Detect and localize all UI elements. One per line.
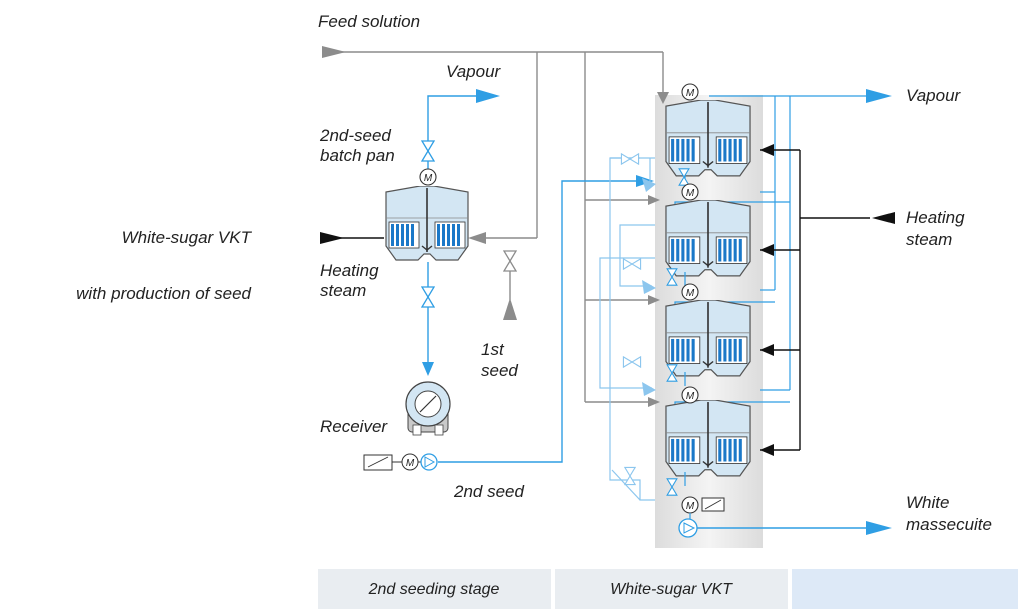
- column-motors: M M M M: [681, 83, 699, 404]
- seed-distribution-lines: [599, 157, 655, 501]
- vkt-pan-4: [665, 400, 751, 477]
- motor-label: M: [686, 88, 695, 99]
- batch-outlet-valve[interactable]: [421, 286, 435, 308]
- batch-pan-motor: [419, 168, 437, 186]
- second-seed-label: 2nd seed: [453, 482, 524, 501]
- footer-stage-2: [555, 569, 788, 609]
- seed-valve-1[interactable]: [620, 153, 640, 165]
- feed-arrow-pan2: [648, 195, 660, 205]
- stage-footer: 2nd seeding stage White-sugar VKT: [318, 569, 1018, 609]
- feed-arrow-pan1: [657, 92, 669, 104]
- pan-motor-3: [681, 283, 699, 301]
- seed-valve-4[interactable]: [624, 466, 636, 486]
- seed-arrow-pan2: [642, 178, 656, 192]
- first-seed-label-2: seed: [481, 361, 518, 380]
- seed-valve-3[interactable]: [622, 356, 642, 368]
- batch-to-receiver-arrow: [422, 362, 434, 376]
- footer-stage-2-label: White-sugar VKT: [610, 581, 733, 598]
- motor-label: M: [686, 188, 695, 199]
- steam-arrow-pan4: [760, 444, 774, 456]
- first-seed-arrow: [503, 298, 517, 320]
- seed-valve-2[interactable]: [622, 258, 642, 270]
- heating-steam-right-lines: [760, 149, 870, 451]
- steam-arrow-pan2: [760, 244, 774, 256]
- diagram-title-2: with production of seed: [76, 284, 251, 303]
- first-seed-label-1: 1st: [481, 340, 505, 359]
- steam-arrow-pan1: [760, 144, 774, 156]
- vapour-valve-left[interactable]: [421, 140, 435, 162]
- heating-steam-left-label-1: Heating: [320, 261, 379, 280]
- receiver: [405, 381, 451, 436]
- left-blue-lines: [427, 95, 640, 470]
- pan-motor-4: [681, 386, 699, 404]
- massecuite-pump-group: M: [678, 496, 892, 538]
- feed-inlet-arrow: [322, 46, 346, 58]
- motor-label: M: [424, 173, 433, 184]
- feed-arrow-batch-pan: [468, 232, 486, 244]
- batch-pan-label-1: 2nd-seed: [319, 126, 391, 145]
- heating-steam-right-label-1: Heating: [906, 208, 965, 227]
- feed-arrow-pan4: [648, 397, 660, 407]
- diagram-title-1: White-sugar VKT: [122, 228, 253, 247]
- heating-steam-right-arrow: [872, 212, 895, 224]
- receiver-pump-group: M: [363, 453, 438, 471]
- batch-pan-label-2: batch pan: [320, 146, 395, 165]
- heating-steam-right-label-2: steam: [906, 230, 952, 249]
- vapour-right-label: Vapour: [906, 86, 962, 105]
- seed-arrow-pan4: [642, 382, 656, 396]
- vkt-pan-1: [665, 100, 751, 177]
- vapour-right-arrow: [866, 89, 892, 103]
- seed-arrow-pan3: [642, 280, 656, 294]
- white-massecuite-label-1: White: [906, 493, 949, 512]
- vapour-left-arrow: [476, 89, 500, 103]
- second-seed-batch-pan: [385, 186, 469, 261]
- vkt-pan-3: [665, 300, 751, 377]
- pan-motor-2: [681, 183, 699, 201]
- heating-steam-left-label-2: steam: [320, 281, 366, 300]
- footer-stage-3: [792, 569, 1018, 609]
- vapour-left-label: Vapour: [446, 62, 502, 81]
- heating-steam-left-arrow: [320, 232, 344, 244]
- footer-stage-1: [318, 569, 551, 609]
- pan-motor-1: [681, 83, 699, 101]
- feed-arrow-pan3: [648, 295, 660, 305]
- first-seed-valve[interactable]: [503, 250, 517, 272]
- white-massecuite-label-2: massecuite: [906, 515, 992, 534]
- motor-label: M: [406, 458, 415, 469]
- receiver-label: Receiver: [320, 417, 388, 436]
- feed-solution-label: Feed solution: [318, 12, 420, 31]
- motor-label: M: [686, 288, 695, 299]
- white-massecuite-arrow: [866, 521, 892, 535]
- vkt-pan-2: [665, 200, 751, 277]
- vapour-header-lines: [674, 95, 866, 414]
- footer-stage-1-label: 2nd seeding stage: [368, 581, 500, 598]
- motor-label: M: [686, 501, 695, 512]
- motor-label: M: [686, 391, 695, 402]
- steam-arrow-pan3: [760, 344, 774, 356]
